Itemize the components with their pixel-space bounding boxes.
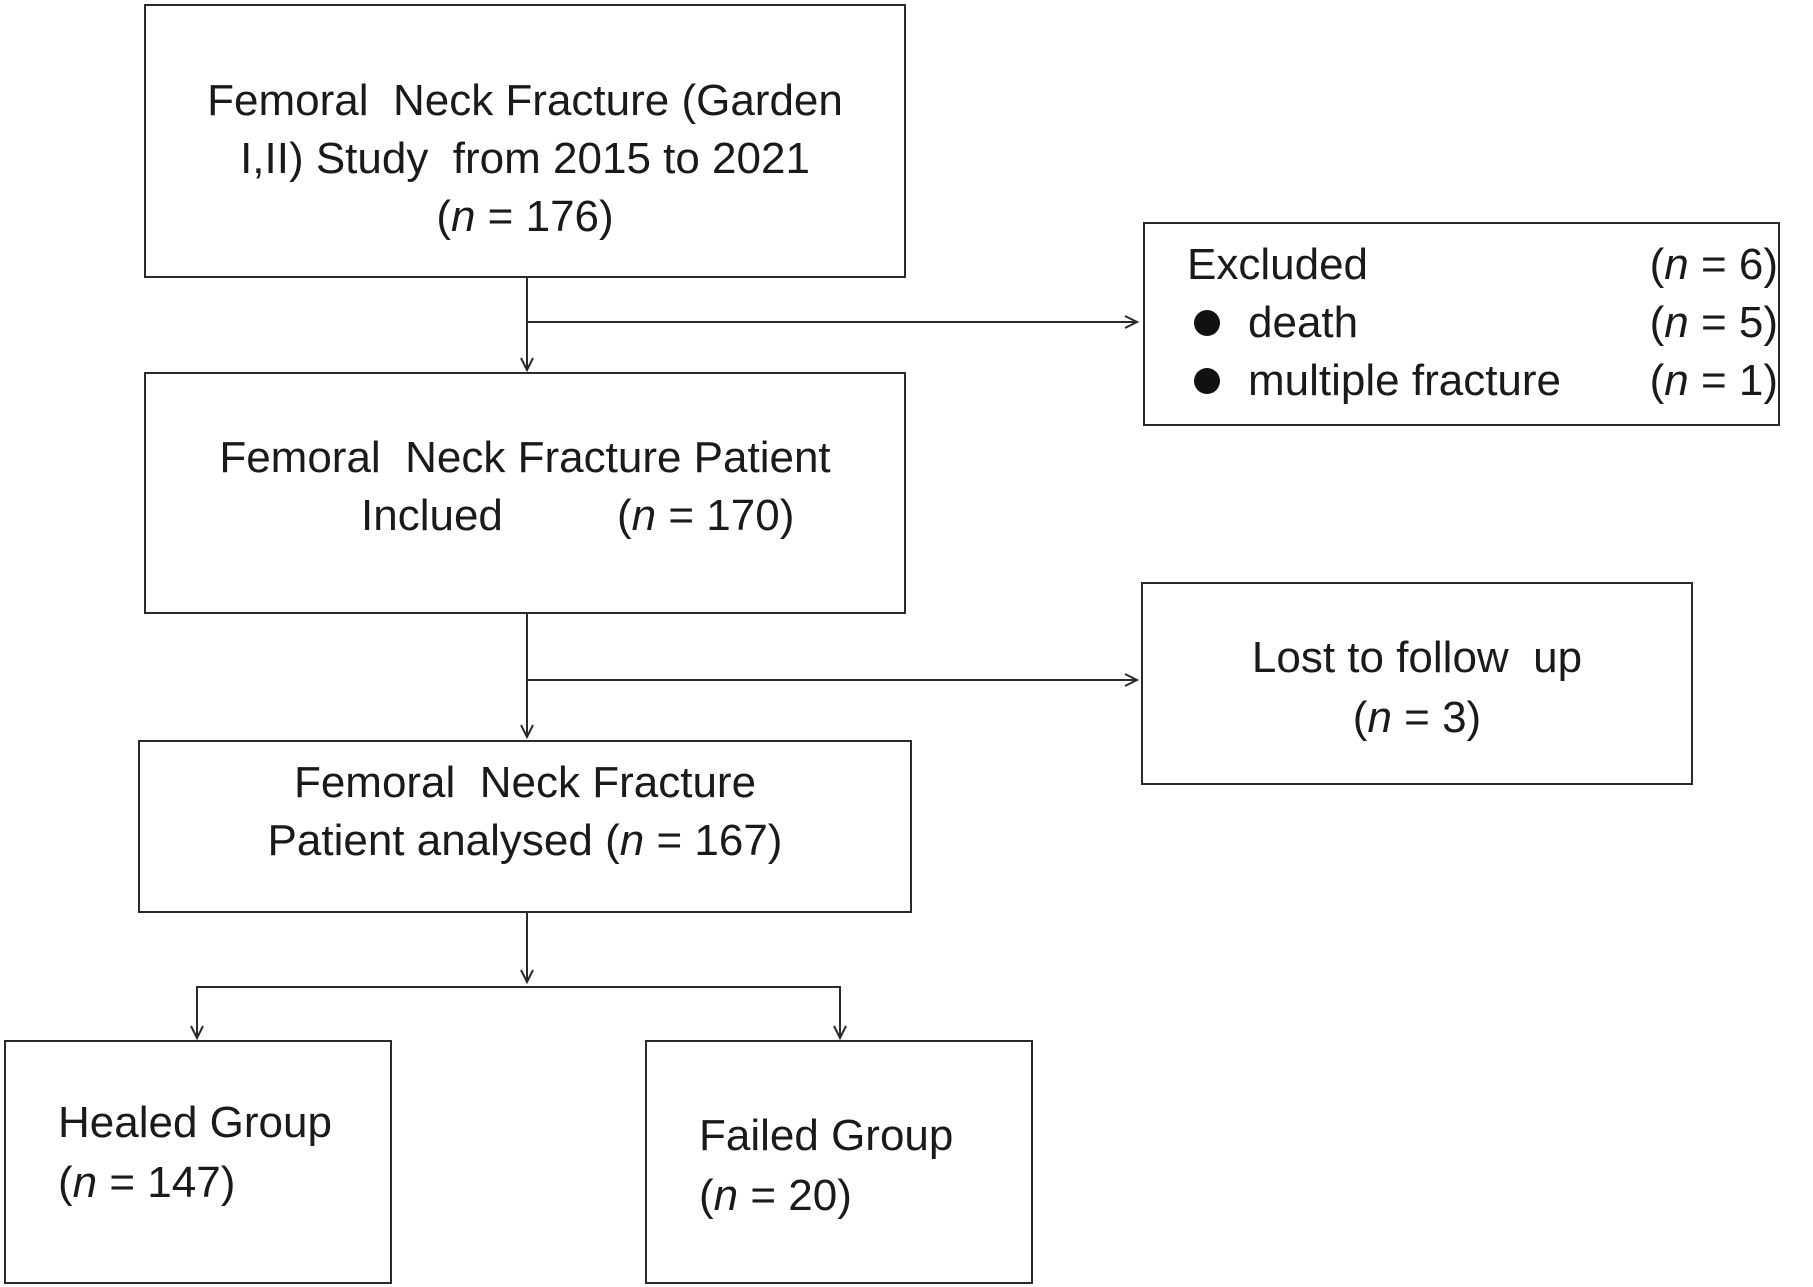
analysed-box-line2: Patient analysed (n = 167): [267, 816, 783, 865]
study-box-count: (n = 176): [436, 192, 614, 241]
failed-group-count: (n = 20): [699, 1171, 852, 1220]
included-box-line1: Femoral Neck Fracture Patient: [219, 433, 831, 482]
included-box-line2: Inclued: [361, 491, 503, 540]
excluded-item-multiple-fracture-label: multiple fracture: [1248, 356, 1562, 405]
lost-follow-up-count: (n = 3): [1352, 693, 1482, 742]
study-box-line2: I,II) Study from 2015 to 2021: [240, 134, 810, 183]
excluded-item-multiple-fracture-count: (n = 1): [1649, 356, 1778, 405]
study-box: [144, 4, 906, 278]
analysed-box: [138, 740, 912, 913]
excluded-item-death-count: (n = 5): [1649, 298, 1778, 347]
healed-group-box: [4, 1040, 392, 1284]
healed-group-label: Healed Group: [58, 1098, 332, 1147]
analysed-box-line1: Femoral Neck Fracture: [293, 758, 757, 807]
included-box: [144, 372, 906, 614]
excluded-item-death-label: death: [1248, 298, 1359, 347]
included-box-count: (n = 170): [617, 491, 795, 540]
lost-follow-up-box: [1141, 582, 1693, 785]
excluded-box: [1143, 222, 1780, 426]
excluded-title: Excluded: [1187, 240, 1369, 289]
failed-group-label: Failed Group: [699, 1111, 954, 1160]
split-connector: [196, 986, 841, 1038]
study-box-line1: Femoral Neck Fracture (Garden: [207, 76, 843, 125]
bullet-icon: [1194, 368, 1220, 394]
failed-group-box: [645, 1040, 1033, 1284]
bullet-icon: [1194, 310, 1220, 336]
lost-follow-up-label: Lost to follow up: [1251, 633, 1583, 682]
healed-group-count: (n = 147): [58, 1158, 236, 1207]
excluded-title-count: (n = 6): [1649, 240, 1778, 289]
